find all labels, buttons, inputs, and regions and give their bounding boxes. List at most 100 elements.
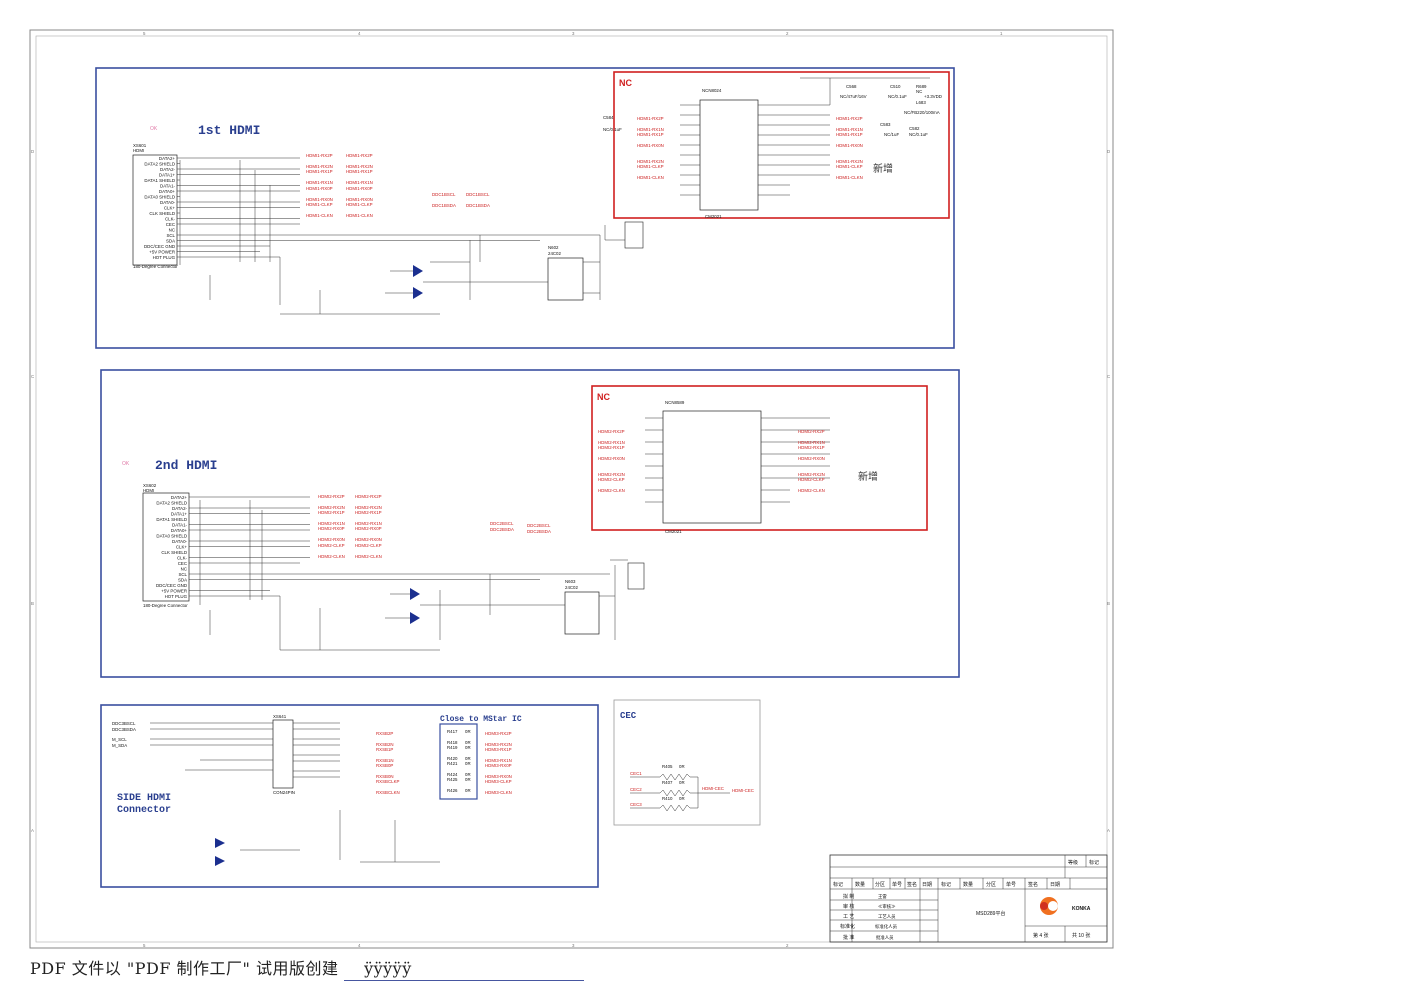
tb-role: 拟 制 — [843, 893, 854, 900]
net-label: HDMI-CEC — [732, 788, 754, 793]
net-label: RXSB2P — [376, 731, 393, 736]
net-label: HDMI2-RX0N — [355, 537, 382, 542]
pin-label: SCL — [166, 233, 175, 238]
hdmi2-connector-ref: XS602 — [143, 483, 157, 488]
zone-col-label: 2 — [786, 31, 789, 36]
part-label: 0R — [465, 788, 471, 793]
pin-label: DATA1- — [172, 523, 187, 528]
diode-icon — [410, 588, 420, 600]
hdmi2-eeprom-ref: N603 — [565, 579, 576, 584]
net-label: HDMI3-RX0N — [485, 774, 512, 779]
hdmi1-ncn-chip — [699, 99, 759, 211]
hdmi2-connector-type: HDMI — [143, 488, 154, 493]
net-label: HDMI2-RX0N — [598, 456, 625, 461]
pin-label: DATA2+ — [159, 156, 175, 161]
pin-label: CLK+ — [164, 206, 176, 211]
hdmi2-title: 2nd HDMI — [155, 458, 217, 473]
net-label: DDC1BSCL — [466, 192, 490, 197]
pin-label: CLK+ — [176, 545, 188, 550]
hdmi1-eeprom-part: 24C02 — [548, 251, 561, 256]
close-to-mstar-box — [439, 723, 478, 800]
tb-role: 工 艺 — [843, 914, 854, 920]
diode-icon — [413, 265, 423, 277]
cec-rows: CEC1 R405 0R CEC2 R407 0R CEC3 R410 0R H… — [630, 764, 754, 807]
tb-role: 标准化 — [840, 923, 855, 930]
net-label: HDMI2-CLKP — [598, 477, 625, 482]
net-label: HDMI2-RX1N — [598, 440, 625, 445]
tb-person: 批准人员 — [876, 934, 894, 941]
hdmi1-chip-part: CM2021 — [705, 214, 722, 219]
part-label: NC — [916, 89, 922, 94]
part-label: R419 — [447, 745, 458, 750]
net-label: HDMI1-CLKN — [637, 175, 664, 180]
pin-label: DATA1 SHIELD — [144, 178, 175, 183]
net-label: HDMI1-RX2N — [306, 164, 333, 169]
net-label: HDMI2-RX2P — [355, 494, 382, 499]
hdmi1-connector-type: HDMI — [133, 148, 144, 153]
zone-row-label: C — [1107, 374, 1110, 379]
sheet-total: 共 10 张 — [1072, 932, 1090, 939]
net-label: M_SDA — [112, 743, 127, 748]
hdmi1-nc-label: NC — [619, 78, 632, 88]
part-label: R425 — [447, 777, 458, 782]
tb-header: 分区 — [986, 881, 996, 888]
net-label: DDC1BSCL — [432, 192, 456, 197]
part-label: NC/0.1uF — [603, 127, 622, 132]
net-label: HDMI2-CLKN — [355, 554, 382, 559]
net-label: HDMI2-CLKN — [318, 554, 345, 559]
zone-col-label: 5 — [143, 31, 146, 36]
part-label: C510 — [890, 84, 901, 89]
hdmi1-eeprom-ref: N602 — [548, 245, 559, 250]
part-label: 0R — [465, 729, 471, 734]
cec-frame — [613, 699, 761, 826]
hdmi1-eeprom — [547, 257, 584, 301]
side-title-2: Connector — [117, 805, 171, 816]
hdmi1-pin-labels: DATA2+ DATA2 SHIELD DATA2- DATA1+ DATA1 … — [144, 156, 176, 260]
net-label: HDMI1-RX2P — [836, 116, 863, 121]
net-label: HDMI2-RX1P — [798, 445, 825, 450]
tb-person: ≪审核≫ — [878, 903, 896, 910]
net-label: HDMI1-RX2N — [346, 164, 373, 169]
zone-row-label: D — [1107, 149, 1110, 154]
pin-label: DATA0- — [160, 200, 175, 205]
tb-header: 单号 — [1006, 881, 1016, 888]
net-label: HDMI2-RX2N — [355, 505, 382, 510]
part-label: R417 — [447, 729, 458, 734]
net-label: HDMI3-RX1P — [485, 747, 512, 752]
net-label: HDMI3-RX0P — [485, 763, 512, 768]
net-label: HDMI2-RX2N — [598, 472, 625, 477]
title-block: 等级 标记 标记 数量 分区 单号 签名 日期 标记 数量 分区 单号 签名 日… — [829, 854, 1108, 943]
net-label: HDMI1-RX0N — [306, 197, 333, 202]
diode-icon — [410, 612, 420, 624]
net-label: HDMI1-CLKN — [346, 213, 373, 218]
zone-col-label: 5 — [143, 943, 146, 948]
zone-col-label: 4 — [358, 31, 361, 36]
pin-label: CLK- — [177, 556, 188, 561]
net-label: HDMI2-RX0N — [318, 537, 345, 542]
part-label: 0R — [465, 756, 471, 761]
pin-label: DATA2 SHIELD — [144, 162, 175, 167]
part-label: R405 — [662, 764, 673, 769]
net-label: HDMI1-CLKP — [637, 164, 664, 169]
pin-label: +5V POWER — [161, 589, 187, 594]
net-label: HDMI2-CLKN — [798, 488, 825, 493]
tb-header: 标记 — [833, 881, 843, 888]
net-label: HDMI1-RX2P — [346, 153, 373, 158]
hdmi1-tvs-array — [624, 221, 644, 249]
hdmi2-pin-wires — [189, 496, 610, 651]
hdmi2-eeprom — [564, 591, 600, 635]
tb-header: 签名 — [1028, 881, 1038, 888]
pin-label: DATA1+ — [171, 512, 187, 517]
part-label: R420 — [447, 756, 458, 761]
net-label: DDC1BSDA — [432, 203, 456, 208]
hdmi1-net-labels: HDMI1-RX2P HDMI1-RX2N HDMI1-RX1P HDMI1-R… — [306, 153, 490, 218]
pin-label: CLK SHIELD — [161, 550, 187, 555]
part-label: 0R — [679, 780, 685, 785]
hdmi2-chip-pins — [645, 417, 830, 503]
tb-header: 签名 — [907, 881, 917, 888]
part-label: R426 — [447, 788, 458, 793]
part-label: NC/1uF — [884, 132, 899, 137]
net-label: HDMI3-RX2P — [485, 731, 512, 736]
net-label: HDMI2-CLKN — [598, 488, 625, 493]
